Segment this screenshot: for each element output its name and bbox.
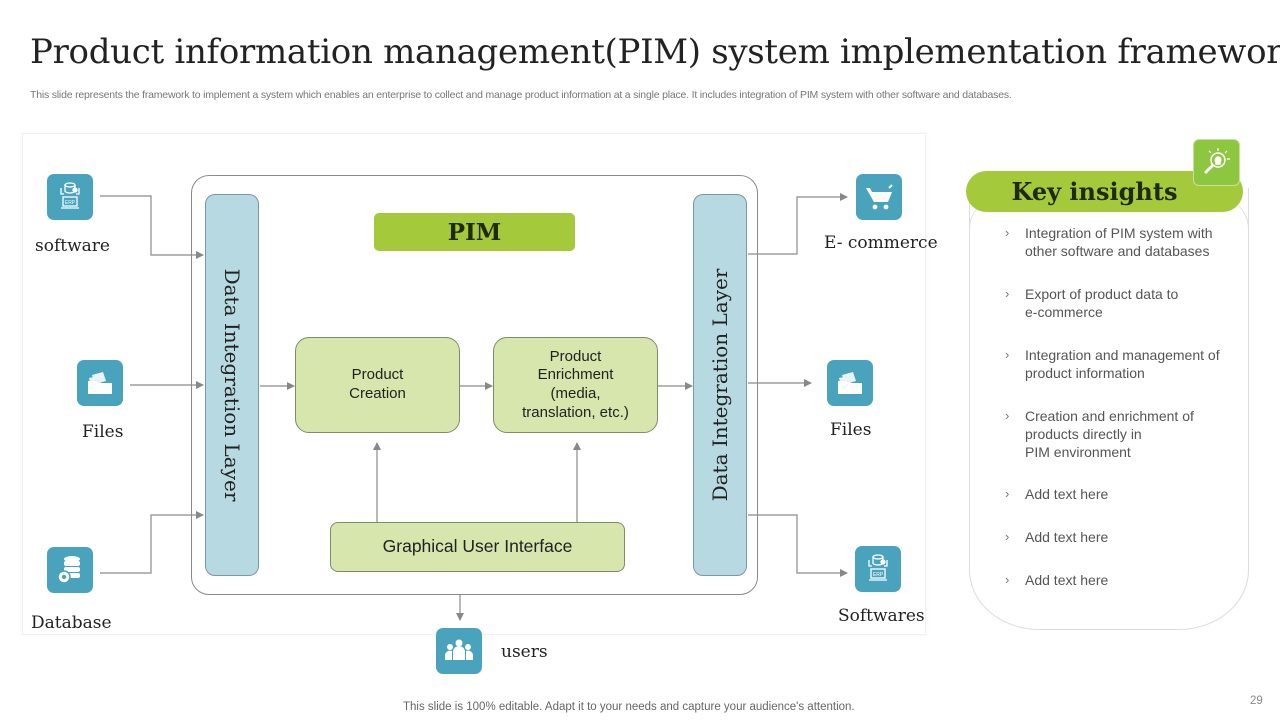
users-label: users: [501, 642, 548, 662]
folder-files-icon: [77, 360, 123, 406]
product-enrichment-label: Product Enrichment (media, translation, …: [522, 347, 629, 421]
chevron-right-icon: ›: [1005, 347, 1010, 362]
slide-subtitle: This slide represents the framework to i…: [30, 89, 1012, 101]
output-label-softwares: Softwares: [838, 606, 925, 626]
insight-text: Creation and enrichment of products dire…: [1025, 408, 1194, 460]
gui-node: Graphical User Interface: [330, 522, 625, 572]
page-number: 29: [1250, 695, 1263, 707]
gui-label: Graphical User Interface: [382, 536, 573, 557]
chevron-right-icon: ›: [1005, 286, 1010, 301]
output-label-files: Files: [830, 420, 872, 440]
chevron-right-icon: ›: [1005, 486, 1010, 501]
svg-text:ERP: ERP: [65, 200, 76, 206]
output-label-ecommerce: E- commerce: [824, 233, 938, 253]
insight-text: Add text here: [1025, 572, 1109, 588]
chevron-right-icon: ›: [1005, 572, 1010, 587]
product-creation-label: Product Creation: [349, 366, 406, 402]
input-label-files: Files: [82, 422, 124, 442]
left-data-integration-layer: Data Integration Layer: [205, 194, 259, 576]
insight-text: Export of product data to e-commerce: [1025, 286, 1179, 320]
product-creation-node: Product Creation: [295, 337, 460, 433]
erp-software-icon: ERP: [855, 546, 901, 592]
key-insights-header: Key insights: [966, 171, 1243, 212]
folder-files-icon: [827, 360, 873, 406]
chevron-right-icon: ›: [1005, 408, 1010, 423]
insight-text: Integration of PIM system with other sof…: [1025, 225, 1213, 259]
insight-text: Integration and management of product in…: [1025, 347, 1220, 381]
lightbulb-magnifier-icon: [1193, 139, 1240, 186]
svg-text:ERP: ERP: [873, 572, 884, 578]
left-layer-label: Data Integration Layer: [220, 268, 244, 502]
users-group-icon: [436, 628, 482, 674]
right-layer-label: Data Integration Layer: [708, 268, 732, 502]
right-data-integration-layer: Data Integration Layer: [693, 194, 747, 576]
chevron-right-icon: ›: [1005, 225, 1010, 240]
product-enrichment-node: Product Enrichment (media, translation, …: [493, 337, 658, 433]
pim-title-badge: PIM: [374, 213, 575, 251]
key-insights-card: [969, 188, 1249, 630]
chevron-right-icon: ›: [1005, 529, 1010, 544]
erp-software-icon: ERP: [47, 174, 93, 220]
footer-note: This slide is 100% editable. Adapt it to…: [403, 701, 855, 713]
input-label-software: software: [35, 236, 110, 256]
insight-text: Add text here: [1025, 486, 1109, 502]
insight-text: Add text here: [1025, 529, 1109, 545]
input-label-database: Database: [31, 613, 112, 633]
shopping-cart-icon: [856, 174, 902, 220]
slide-title: Product information management(PIM) syst…: [30, 32, 1280, 72]
database-gear-icon: [47, 547, 93, 593]
